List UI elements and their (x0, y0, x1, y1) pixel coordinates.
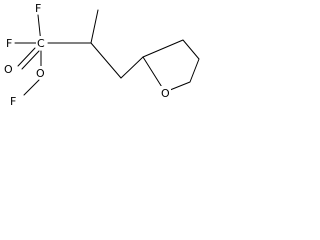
bond-ch-ch2 (90, 42, 122, 79)
label-bg-f-left (4, 37, 14, 49)
atom-fluorine-bottom: F (10, 95, 16, 108)
label-bg-o-single (35, 66, 46, 79)
atom-oxygen-ring: O (161, 87, 170, 100)
bond-o-f (23, 79, 40, 96)
thf-ring-bonds (142, 39, 200, 93)
molecule-structure: F F C O O F O (3, 2, 200, 108)
atom-fluorine-top: F (35, 2, 41, 15)
atom-oxygen-single: O (36, 67, 45, 80)
label-bg-o-ring (160, 86, 171, 99)
bond-c-o-double-a (17, 47, 36, 67)
label-bg-c-center (36, 36, 47, 49)
atom-fluorine-left: F (6, 37, 12, 50)
label-bg-f-top (33, 2, 43, 14)
label-bg-o-double (3, 62, 14, 75)
bond-ch-methyl (90, 9, 99, 44)
molecule-canvas: F F C O O F O (0, 0, 205, 121)
bond-c-o-double-b (21, 50, 40, 70)
atom-oxygen-double: O (4, 63, 13, 76)
label-bg-f-bottom (8, 95, 18, 107)
bond-group (14, 9, 200, 96)
atom-carbon-center: C (37, 37, 45, 50)
bond-ch2-ring (120, 56, 144, 79)
atom-labels: F F C O O F O (3, 2, 171, 108)
